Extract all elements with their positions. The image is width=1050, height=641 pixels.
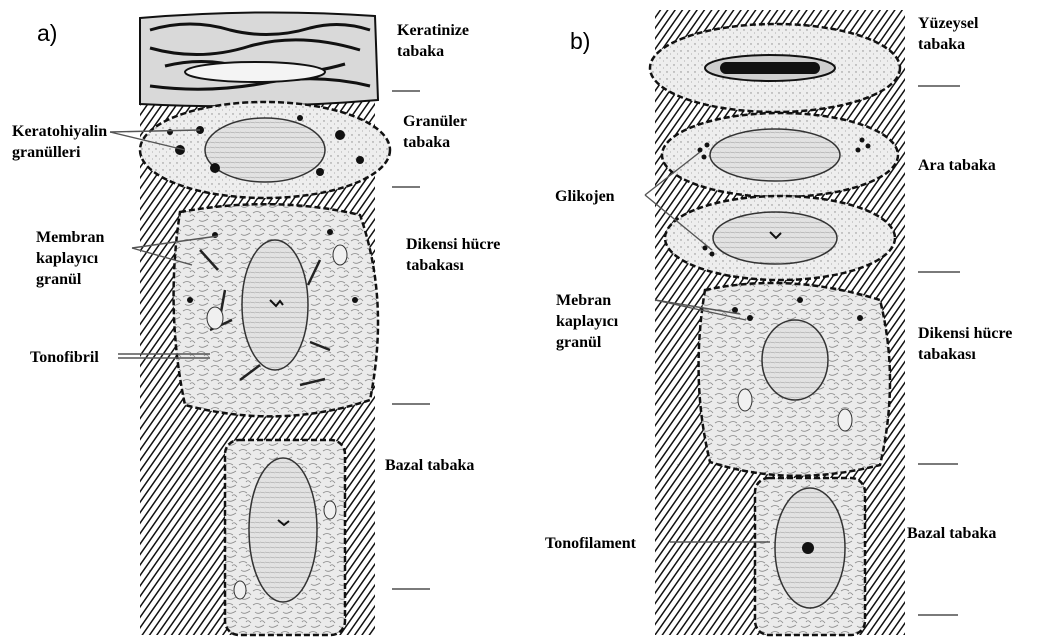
basal-nucleus-a <box>249 458 317 602</box>
panel-a-tissue <box>110 12 430 635</box>
label-spinous-layer-a: Dikensi hücre tabakası <box>406 234 500 276</box>
label-keratohyalin-granules: Keratohiyalin granülleri <box>12 121 107 163</box>
label-intermediate-layer: Ara tabaka <box>918 155 996 176</box>
label-membrane-coating-granule-b: Mebran kaplayıcı granül <box>556 290 618 353</box>
spinous-nucleus-b <box>762 320 828 400</box>
panel-a-letter: a) <box>37 20 57 47</box>
label-tonofibril: Tonofibril <box>30 347 99 368</box>
intermediate-cell-lower <box>665 196 895 280</box>
granular-nucleus <box>205 118 325 182</box>
label-tonofilament: Tonofilament <box>545 533 636 554</box>
superficial-cell <box>650 24 900 112</box>
label-basal-layer-b: Bazal tabaka <box>907 523 996 544</box>
panel-a-layer-dividers <box>392 91 430 589</box>
label-superficial-layer: Yüzeysel tabaka <box>918 13 978 55</box>
panel-b-letter: b) <box>570 28 590 55</box>
basal-cell-a <box>225 440 345 635</box>
granular-cell <box>140 102 390 198</box>
label-spinous-layer-b: Dikensi hücre tabakası <box>918 323 1012 365</box>
label-glycogen: Glikojen <box>555 186 615 207</box>
spinous-cell <box>174 204 378 416</box>
label-keratinized-layer: Keratinize tabaka <box>397 20 469 62</box>
label-basal-layer-a: Bazal tabaka <box>385 455 474 476</box>
label-granular-layer: Granüler tabaka <box>403 111 467 153</box>
basal-cell-b <box>755 478 865 635</box>
intermediate-cell-upper <box>662 113 898 197</box>
label-membrane-coating-granule-a: Membran kaplayıcı granül <box>36 227 104 290</box>
keratinized-layer <box>140 12 378 106</box>
